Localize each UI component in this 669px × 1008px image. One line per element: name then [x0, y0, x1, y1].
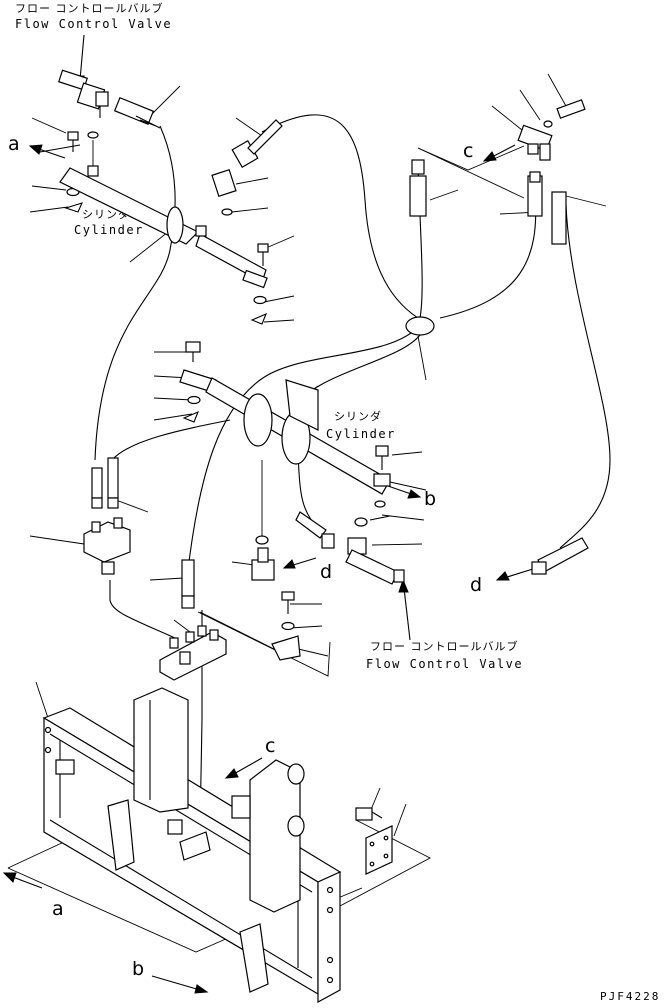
cylinder-mid [179, 341, 391, 527]
ref-a-bottom: a [52, 898, 64, 920]
ref-b-bottom: b [132, 958, 144, 980]
elbow-fitting-top [211, 119, 283, 216]
hydraulic-hoses [94, 114, 611, 831]
hose-clamp [405, 316, 435, 336]
cylinder-left-en-label: Cylinder [74, 223, 144, 237]
side-plate [355, 807, 393, 875]
distribution-block-left [83, 457, 131, 575]
arrow-flow-valve-bottom [398, 578, 411, 641]
flow-valve-top-en-label: Flow Control Valve [15, 17, 172, 31]
ref-c-bottom: c [265, 735, 275, 757]
flow-valve-top-jp-label: フロー コントロールバルブ [15, 1, 164, 15]
hose-fittings-centre [181, 559, 195, 609]
carriage-frame [42, 687, 342, 1004]
flow-control-valve-top [58, 69, 161, 129]
hose-end-d-right [531, 537, 589, 575]
bracket-fittings-right [271, 591, 301, 661]
ref-b-mid: b [424, 488, 436, 510]
arrow-a-top [28, 144, 66, 159]
arrow-c-top [482, 144, 516, 162]
ref-c-top: c [463, 140, 473, 162]
leader-lines [29, 73, 607, 837]
manifold-block-centre [159, 625, 227, 681]
fittings-top-right [409, 99, 586, 245]
flow-control-valve-bottom [295, 511, 405, 585]
arrow-d-left [282, 557, 317, 569]
flow-valve-bottom-en-label: Flow Control Valve [366, 657, 523, 671]
ref-d-right: d [470, 574, 482, 596]
arrow-d-right [495, 567, 537, 581]
cylinder-mid-en-label: Cylinder [326, 427, 396, 441]
cylinder-mid-jp-label: シリンダ [334, 409, 382, 423]
drawing-code: PJF4228 [600, 990, 660, 1003]
arrow-b-bottom [151, 975, 209, 994]
elbow-fitting-d [251, 460, 275, 581]
arrow-b-mid [387, 485, 422, 499]
arrow-a-bottom [2, 872, 43, 889]
cylinder-pin-left [59, 167, 269, 325]
arrow-c-bottom [224, 757, 263, 779]
flow-valve-bottom-jp-label: フロー コントロールバルブ [370, 639, 519, 653]
ref-a-top: a [8, 133, 20, 155]
ref-d-left: d [320, 561, 332, 583]
